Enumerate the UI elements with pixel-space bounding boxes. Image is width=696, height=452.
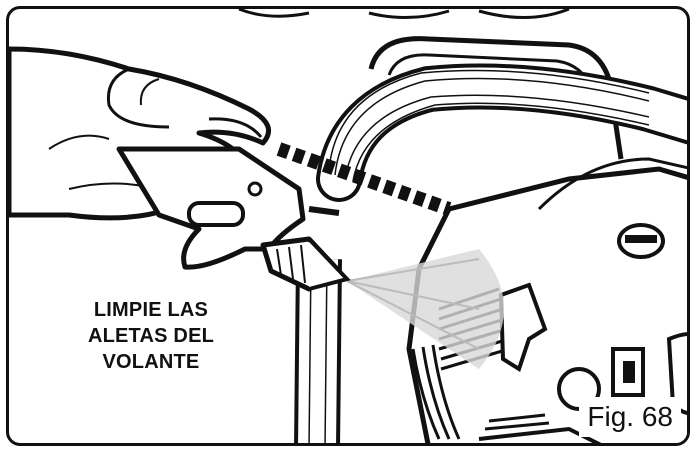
air-nozzle-icon	[116, 146, 351, 292]
air-stream-icon	[347, 249, 504, 369]
instruction-line-2: ALETAS DEL	[87, 325, 215, 347]
cleaning-instruction: LIMPIE LAS ALETAS DEL VOLANTE	[81, 297, 221, 375]
chainsaw-icon	[276, 36, 687, 443]
instruction-line-3: VOLANTE	[102, 351, 200, 373]
instruction-line-1: LIMPIE LAS	[93, 299, 209, 321]
chainsaw-cleaning-illustration	[9, 9, 687, 443]
manual-figure-frame: LIMPIE LAS ALETAS DEL VOLANTE Fig. 68	[6, 6, 690, 446]
figure-label: Fig. 68	[579, 397, 681, 437]
